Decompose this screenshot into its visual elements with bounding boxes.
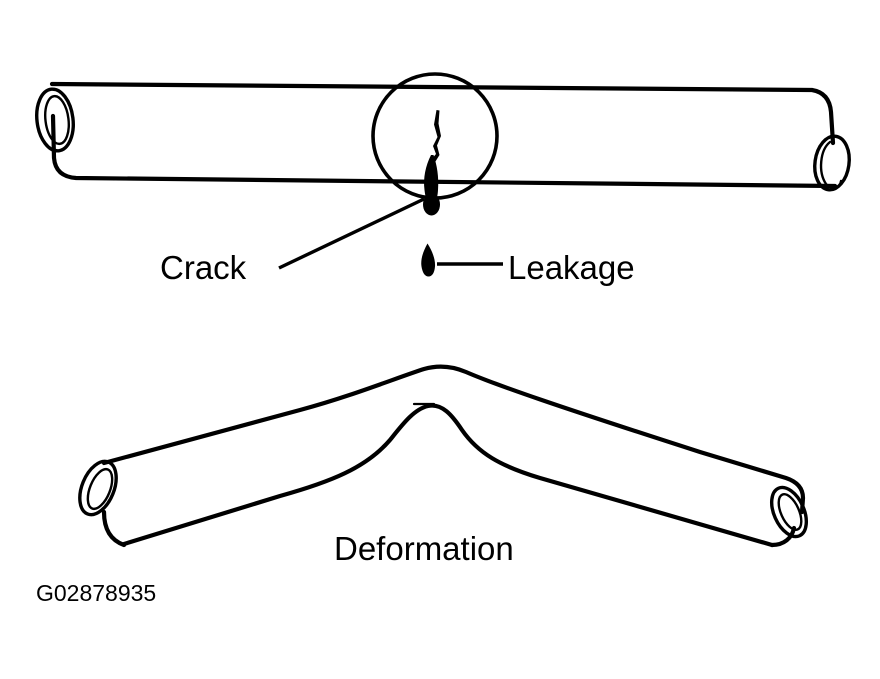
- leak-droplet-attached: [423, 193, 440, 216]
- bent-pipe-inner-edge: [121, 403, 775, 548]
- top-pipe-bottom-edge: [50, 113, 838, 189]
- figure-id-caption: G02878935: [36, 580, 156, 606]
- bent-pipe-right-end-inner-ring: [777, 493, 803, 531]
- leakage-label: Leakage: [508, 249, 635, 286]
- bent-pipe-left-end-inner-ring: [86, 467, 114, 511]
- bent-pipe-left-end-cap: [101, 509, 127, 548]
- crack-lower-thick-shape: [424, 155, 439, 205]
- bent-pipe-left-end-outer-ring: [78, 459, 118, 517]
- crack-label: Crack: [160, 249, 247, 286]
- bent-pipe-outer-edge: [101, 364, 806, 515]
- bent-pipe-right-end-cap: [769, 525, 797, 548]
- top-pipe-body-outline: [49, 81, 836, 146]
- cracked-pipe-panel: Crack Leakage: [35, 72, 851, 286]
- deformation-label: Deformation: [334, 530, 514, 567]
- top-pipe-left-end-inner-ring: [44, 94, 70, 146]
- crack-leader-line: [278, 197, 425, 270]
- leak-droplet-falling: [421, 243, 436, 277]
- top-pipe-right-end-inner-ring: [819, 140, 843, 190]
- bent-pipe-right-end-outer-ring: [769, 485, 809, 539]
- top-pipe-right-end-outer-ring: [813, 134, 851, 192]
- top-pipe-left-end-outer-ring: [35, 87, 75, 153]
- deformed-pipe-panel: Deformation: [78, 364, 809, 567]
